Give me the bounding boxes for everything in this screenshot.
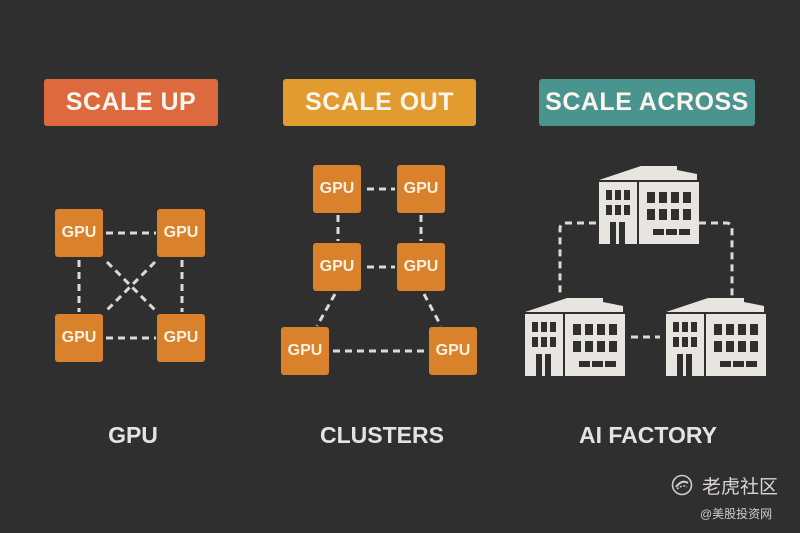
gpu-node: GPU bbox=[397, 243, 445, 291]
gpu-node: GPU bbox=[55, 209, 103, 257]
building-icon bbox=[599, 166, 699, 244]
building-icon bbox=[666, 298, 766, 376]
link-up-diag-1 bbox=[105, 260, 157, 312]
scale-up-label: SCALE UP bbox=[65, 88, 197, 116]
scale-out-label: SCALE OUT bbox=[305, 88, 454, 116]
caption-clusters: CLUSTERS bbox=[320, 422, 444, 448]
link-out-left-diag bbox=[315, 293, 337, 327]
scale-out-badge: SCALE OUT bbox=[283, 79, 476, 126]
scale-across-label: SCALE ACROSS bbox=[545, 88, 749, 116]
gpu-node: GPU bbox=[281, 327, 329, 375]
gpu-node: GPU bbox=[157, 314, 205, 362]
gpu-node: GPU bbox=[313, 243, 361, 291]
link-across-right bbox=[699, 221, 734, 296]
gpu-node: GPU bbox=[397, 165, 445, 213]
link-across-left bbox=[558, 221, 596, 296]
scale-across-badge: SCALE ACROSS bbox=[539, 79, 755, 126]
caption-gpu: GPU bbox=[108, 422, 158, 448]
link-out-right-diag bbox=[422, 293, 443, 327]
link-up-diag-2 bbox=[105, 260, 157, 312]
watermark-title: 老虎社区 bbox=[702, 477, 779, 498]
caption-ai-factory: AI FACTORY bbox=[578, 422, 717, 448]
gpu-node: GPU bbox=[313, 165, 361, 213]
building-icon bbox=[525, 298, 625, 376]
tiger-logo-icon bbox=[671, 474, 693, 496]
watermark-subtitle: @美股投资网 bbox=[700, 507, 773, 521]
gpu-node: GPU bbox=[429, 327, 477, 375]
scale-up-badge: SCALE UP bbox=[44, 79, 218, 126]
gpu-node: GPU bbox=[157, 209, 205, 257]
gpu-node: GPU bbox=[55, 314, 103, 362]
